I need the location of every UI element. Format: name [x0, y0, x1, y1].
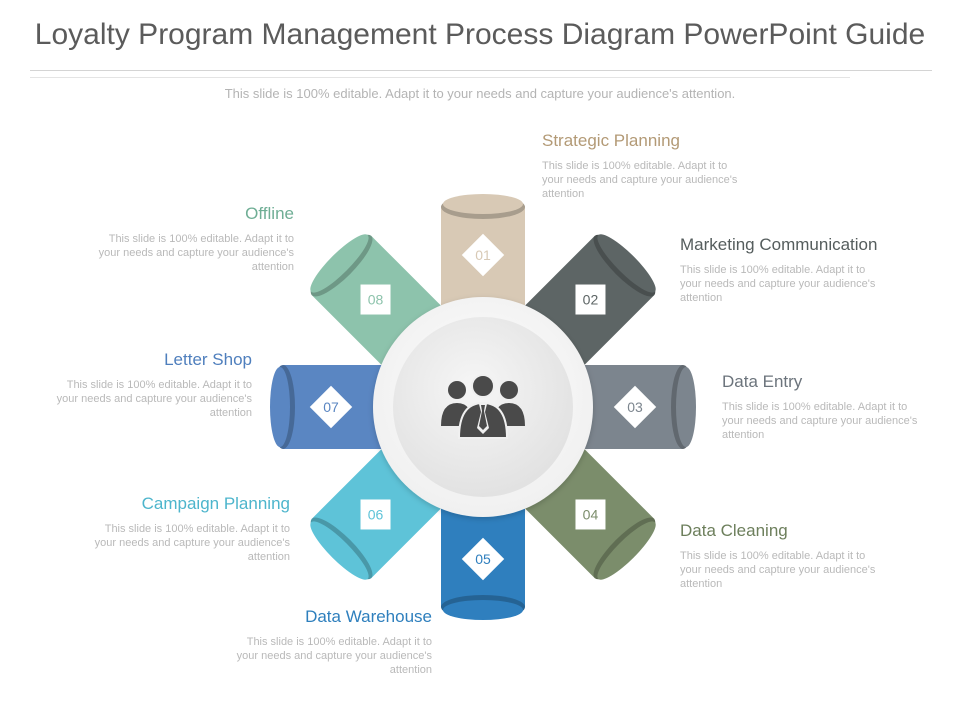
step-03-description: This slide is 100% editable. Adapt it to… [722, 401, 918, 441]
step-08-number: 08 [368, 292, 384, 308]
step-02-title: Marketing Communication [680, 235, 878, 254]
title-divider-secondary [30, 77, 850, 78]
step-02-marker [575, 284, 606, 315]
step-08-marker [360, 284, 391, 315]
step-02-number: 02 [583, 292, 599, 308]
step-03-number: 03 [627, 399, 643, 415]
step-05-number: 05 [475, 551, 491, 567]
step-02-description: This slide is 100% editable. Adapt it to… [680, 264, 876, 304]
step-06-description: This slide is 100% editable. Adapt it to… [94, 523, 290, 563]
step-05-title: Data Warehouse [305, 607, 432, 626]
step-01-title: Strategic Planning [542, 131, 680, 150]
step-04-number: 04 [583, 506, 599, 522]
step-08-title: Offline [245, 204, 294, 223]
step-08-description: This slide is 100% editable. Adapt it to… [98, 233, 294, 273]
step-04-marker [575, 499, 606, 530]
title-divider [30, 70, 932, 71]
step-04-title: Data Cleaning [680, 521, 788, 540]
step-06-title: Campaign Planning [141, 494, 290, 513]
step-03-title: Data Entry [722, 372, 803, 391]
slide-subtitle: This slide is 100% editable. Adapt it to… [224, 86, 736, 101]
step-07-title: Letter Shop [164, 350, 252, 369]
step-05-description: This slide is 100% editable. Adapt it to… [236, 636, 432, 676]
step-06-number: 06 [368, 506, 384, 522]
step-01-number: 01 [475, 247, 491, 263]
step-07-description: This slide is 100% editable. Adapt it to… [56, 379, 252, 419]
business-team-icon [441, 374, 525, 439]
step-04-description: This slide is 100% editable. Adapt it to… [680, 550, 876, 590]
step-01-marker [461, 233, 505, 277]
slide-title: Loyalty Program Management Process Diagr… [34, 18, 926, 51]
step-06-marker [360, 499, 391, 530]
step-07-marker [309, 385, 353, 429]
step-07-number: 07 [323, 399, 339, 415]
step-01-description: This slide is 100% editable. Adapt it to… [542, 160, 738, 200]
